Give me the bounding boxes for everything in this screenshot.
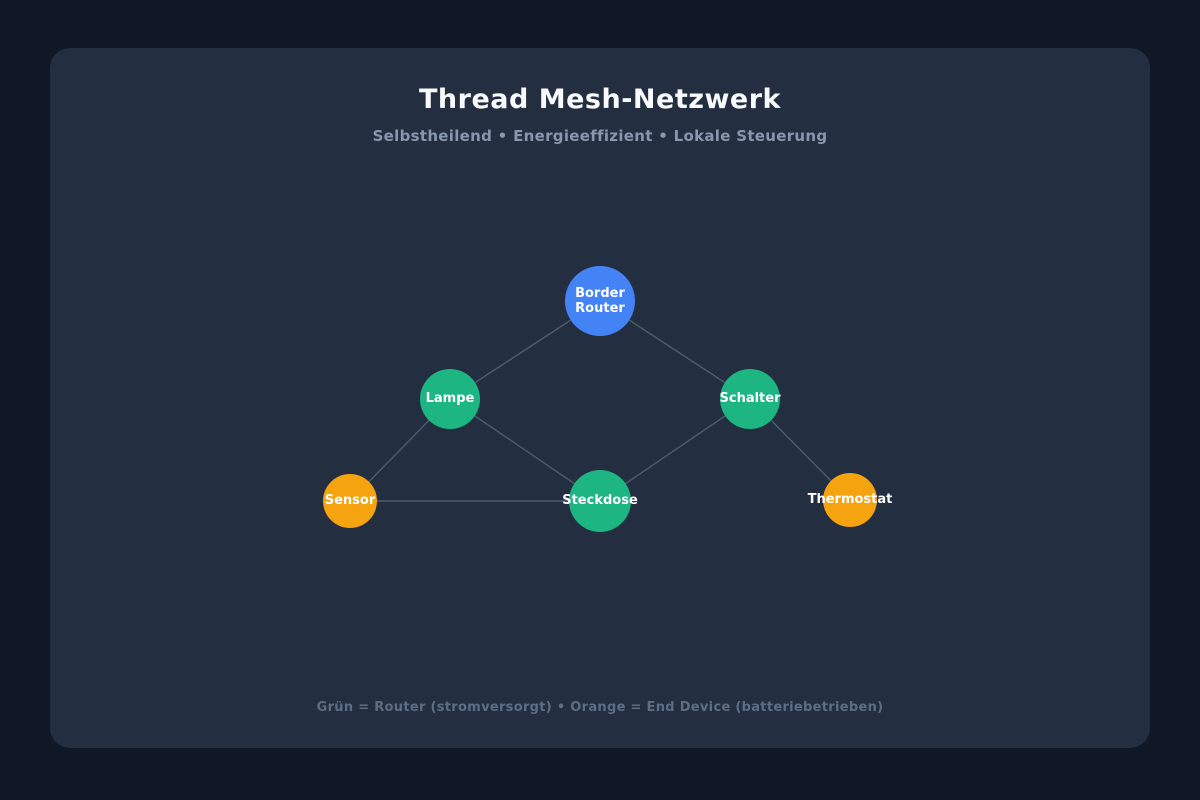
diagram-card: Thread Mesh-Netzwerk Selbstheilend • Ene… [50, 48, 1150, 748]
node-border-router: Border Router [565, 266, 635, 336]
node-label-lampe: Lampe [425, 391, 475, 407]
node-label-steckdose: Steckdose [562, 493, 638, 509]
node-sensor: Sensor [323, 474, 377, 528]
page-subtitle: Selbstheilend • Energieeffizient • Lokal… [372, 127, 828, 145]
node-schalter: Schalter [719, 369, 781, 429]
node-steckdose: Steckdose [562, 470, 638, 532]
node-label-schalter: Schalter [719, 391, 781, 407]
node-label-sensor: Sensor [324, 493, 376, 509]
page-title: Thread Mesh-Netzwerk [419, 84, 781, 115]
legend-text: Grün = Router (stromversorgt) • Orange =… [316, 700, 884, 715]
node-label-thermostat: Thermostat [807, 492, 893, 508]
node-thermostat: Thermostat [808, 473, 892, 527]
node-label-border-router: Border Router [575, 285, 625, 316]
node-lampe: Lampe [420, 369, 480, 429]
